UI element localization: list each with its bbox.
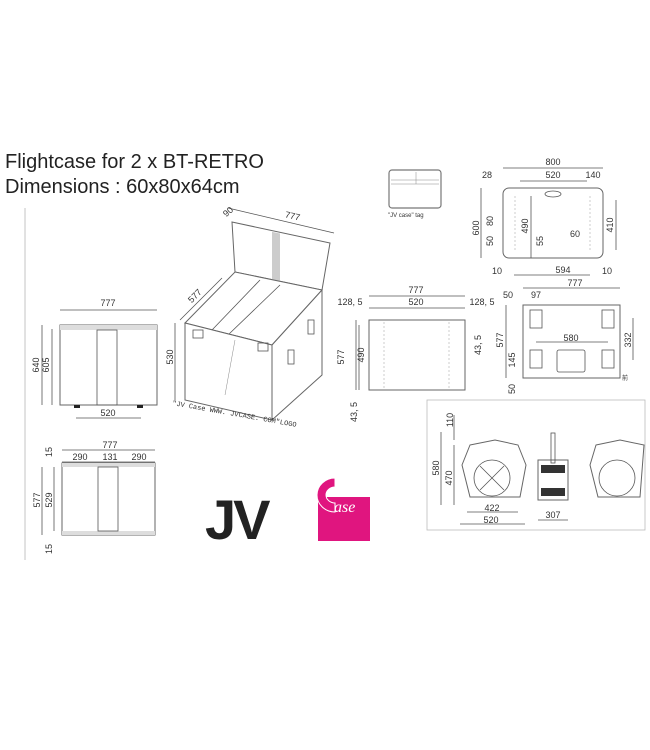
fixture-307-label: 307 [545,510,560,520]
fixture-view: 110 580 470 422 520 307 [426,399,646,531]
bottom-span-label: 520 [545,170,560,180]
iso-width-label: 777 [284,210,301,223]
jv-case-logo: JV ase [205,477,370,551]
section-width-label: 777 [102,440,117,450]
top-width-label: 777 [408,285,423,295]
fixture-422-label: 422 [484,503,499,513]
bottom-410-label: 410 [605,217,615,232]
top-left-label: 128, 5 [337,297,362,307]
side-97-label: 97 [531,290,541,300]
bottom-10b-label: 10 [602,266,612,276]
section-top-label: 15 [44,447,54,457]
bottom-right-label: 140 [585,170,600,180]
bottom-60-label: 60 [570,229,580,239]
top-right-label: 128, 5 [469,297,494,307]
top-span-label: 520 [408,297,423,307]
iso-lid-depth-label: 90 [221,205,235,219]
bottom-left-label: 28 [482,170,492,180]
fixture-520-label: 520 [483,515,498,525]
front-view: 777 640 605 520 [31,298,158,419]
section-depth-label: 577 [32,492,42,507]
section-inner-label: 529 [44,492,54,507]
bottom-55-label: 55 [535,236,545,246]
tag-caption: "JV case" tag [388,213,424,219]
bottom-height-label: 600 [471,220,481,235]
svg-text:JV: JV [205,488,270,551]
bottom-594-label: 594 [555,265,570,275]
iso-depth-label: 577 [186,287,204,305]
top-offset-top-label: 43, 5 [473,335,483,355]
side-580-label: 580 [563,333,578,343]
bottom-width-label: 800 [545,157,560,167]
side-50-label: 50 [503,290,513,300]
side-50b-label: 50 [507,384,517,394]
bottom-10a-label: 10 [492,266,502,276]
section-bottom-label: 15 [44,544,54,554]
fixture-470-label: 470 [444,470,454,485]
front-feet-label: 520 [100,408,115,418]
top-inner-label: 490 [356,347,366,362]
bottom-view: 800 28 520 140 600 80 50 490 55 60 410 1… [471,157,617,276]
top-view: 777 128, 5 520 128, 5 577 490 43, 5 43, … [336,285,495,422]
section-left-label: 290 [72,452,87,462]
iso-view: 90 777 577 530 "JV Case WWW. JVCASE. COM… [165,205,335,430]
bottom-50-label: 50 [485,236,495,246]
fixture-580-label: 580 [431,460,441,475]
side-front-mark: 前 [622,374,628,382]
side-width-label: 777 [567,278,582,288]
top-depth-label: 577 [336,349,346,364]
front-height-inner-label: 605 [41,357,51,372]
title-line-2: Dimensions : 60x80x64cm [5,176,240,198]
svg-text:ase: ase [334,499,355,516]
section-view: 777 290 131 290 15 577 529 15 [32,440,156,554]
fixture-110-label: 110 [445,413,455,427]
side-view: 777 50 97 580 577 145 332 50 前 [495,278,634,394]
side-depth-label: 577 [495,332,505,347]
title-line-1: Flightcase for 2 x BT-RETRO [5,151,264,173]
section-middle-label: 131 [102,452,117,462]
side-145-label: 145 [507,352,517,367]
section-right-label: 290 [131,452,146,462]
front-width-label: 777 [100,298,115,308]
front-height-outer-label: 640 [31,357,41,372]
iso-height-label: 530 [165,349,175,364]
jv-case-tag: "JV case" tag [388,169,442,219]
top-offset-bottom-label: 43, 5 [349,402,359,422]
bottom-490-label: 490 [520,218,530,233]
side-332-label: 332 [623,332,633,347]
bottom-80-label: 80 [485,216,495,226]
